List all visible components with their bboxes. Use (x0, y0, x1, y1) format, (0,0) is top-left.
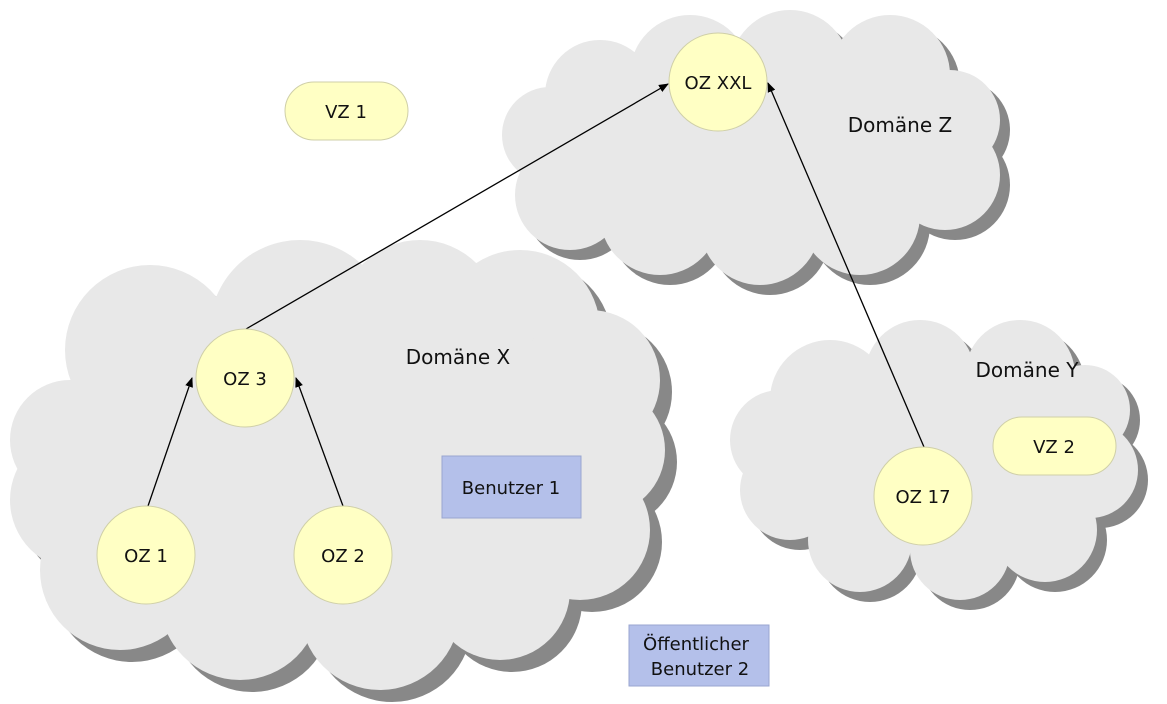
node-oz-xxl: OZ XXL (668, 32, 768, 132)
edge-oz17-to-ozxxl (767, 82, 925, 448)
edges (147, 82, 925, 507)
node-oz-3: OZ 3 (195, 328, 295, 428)
node-vz-1-label: VZ 1 (325, 102, 367, 123)
node-vz-2-label: VZ 2 (1033, 437, 1075, 458)
node-oz-1: OZ 1 (96, 505, 196, 605)
edge-oz3-to-ozxxl (245, 83, 669, 330)
edge-oz1-to-oz3 (147, 377, 193, 507)
user-box-2-line-1: Öffentlicher (643, 633, 749, 655)
edge-oz2-to-oz3 (295, 377, 344, 507)
node-oz-2: OZ 2 (293, 505, 393, 605)
domain-y-label: Domäne Y (976, 358, 1080, 382)
node-oz-1-label: OZ 1 (124, 546, 168, 567)
user-box-benutzer-1-label: Benutzer 1 (462, 478, 560, 499)
node-oz-17-label: OZ 17 (895, 487, 950, 508)
domain-x-label: Domäne X (406, 345, 511, 369)
node-oz-xxl-label: OZ XXL (685, 73, 752, 94)
user-box-2-line-2: Benutzer 2 (651, 659, 749, 680)
user-box-oeffentlicher-benutzer-2: Öffentlicher Benutzer 2 (628, 624, 770, 687)
node-oz-2-label: OZ 2 (321, 546, 365, 567)
node-oz-3-label: OZ 3 (223, 369, 267, 390)
user-box-benutzer-1: Benutzer 1 (441, 455, 582, 519)
node-vz-1: VZ 1 (284, 81, 409, 141)
domain-z-label: Domäne Z (848, 113, 952, 137)
node-vz-2: VZ 2 (992, 416, 1117, 476)
node-oz-17: OZ 17 (873, 446, 973, 546)
